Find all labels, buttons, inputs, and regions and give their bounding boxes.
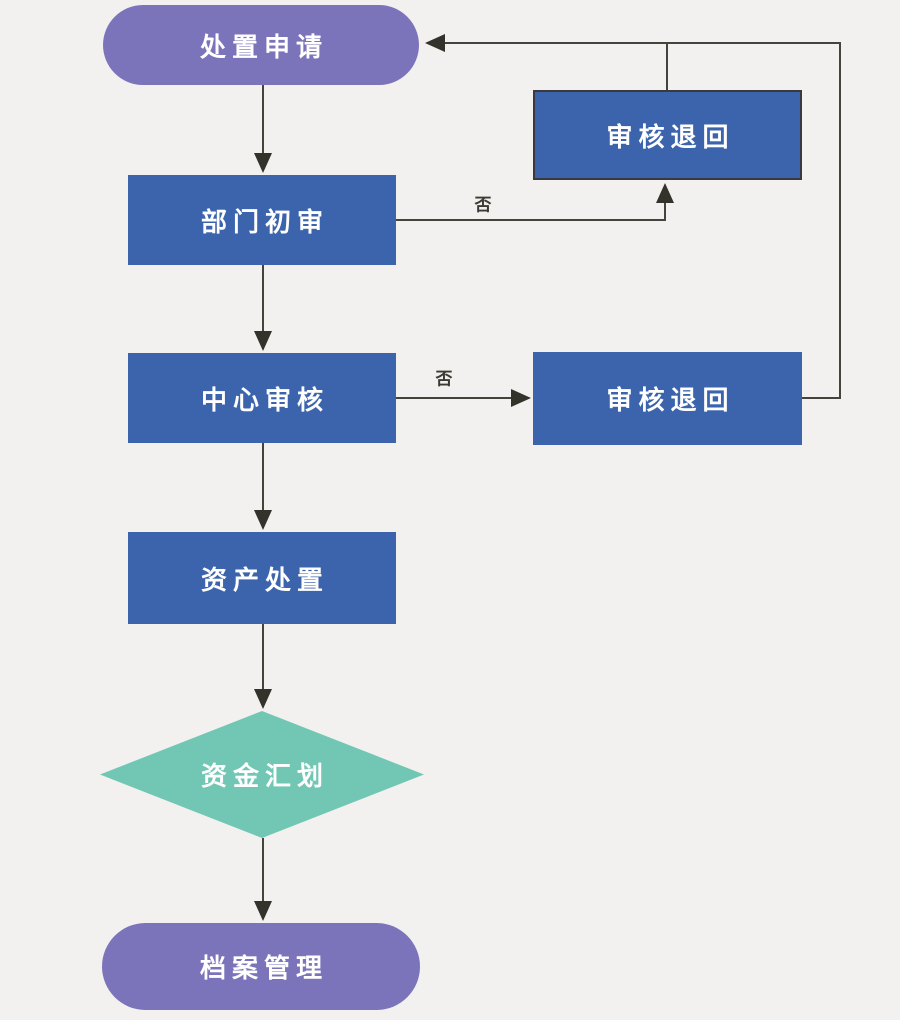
edge-label-no-dept: 否 [474,195,492,215]
node-department-initial-review: 部门初审 [128,175,396,265]
node-archive-management: 档案管理 [102,923,420,1010]
node-disposal-application: 处置申请 [103,5,419,85]
node-label: 档案管理 [199,953,328,983]
edge-label-no-center: 否 [435,369,453,389]
node-review-return-top: 审核退回 [533,90,802,180]
node-asset-disposal: 资产处置 [128,532,396,624]
node-label: 部门初审 [200,206,329,237]
node-label: 中心审核 [200,384,329,415]
node-review-return-right: 审核退回 [533,352,802,445]
node-center-review: 中心审核 [128,353,396,443]
node-label: 资产处置 [200,564,329,595]
edge-dept-return-top [396,183,674,221]
node-label: 审核退回 [606,121,735,152]
node-label: 审核退回 [606,385,735,415]
node-label: 处置申请 [199,31,328,62]
node-label: 资金汇划 [200,761,329,791]
node-fund-transfer-decision: 资金汇划 [100,711,424,838]
